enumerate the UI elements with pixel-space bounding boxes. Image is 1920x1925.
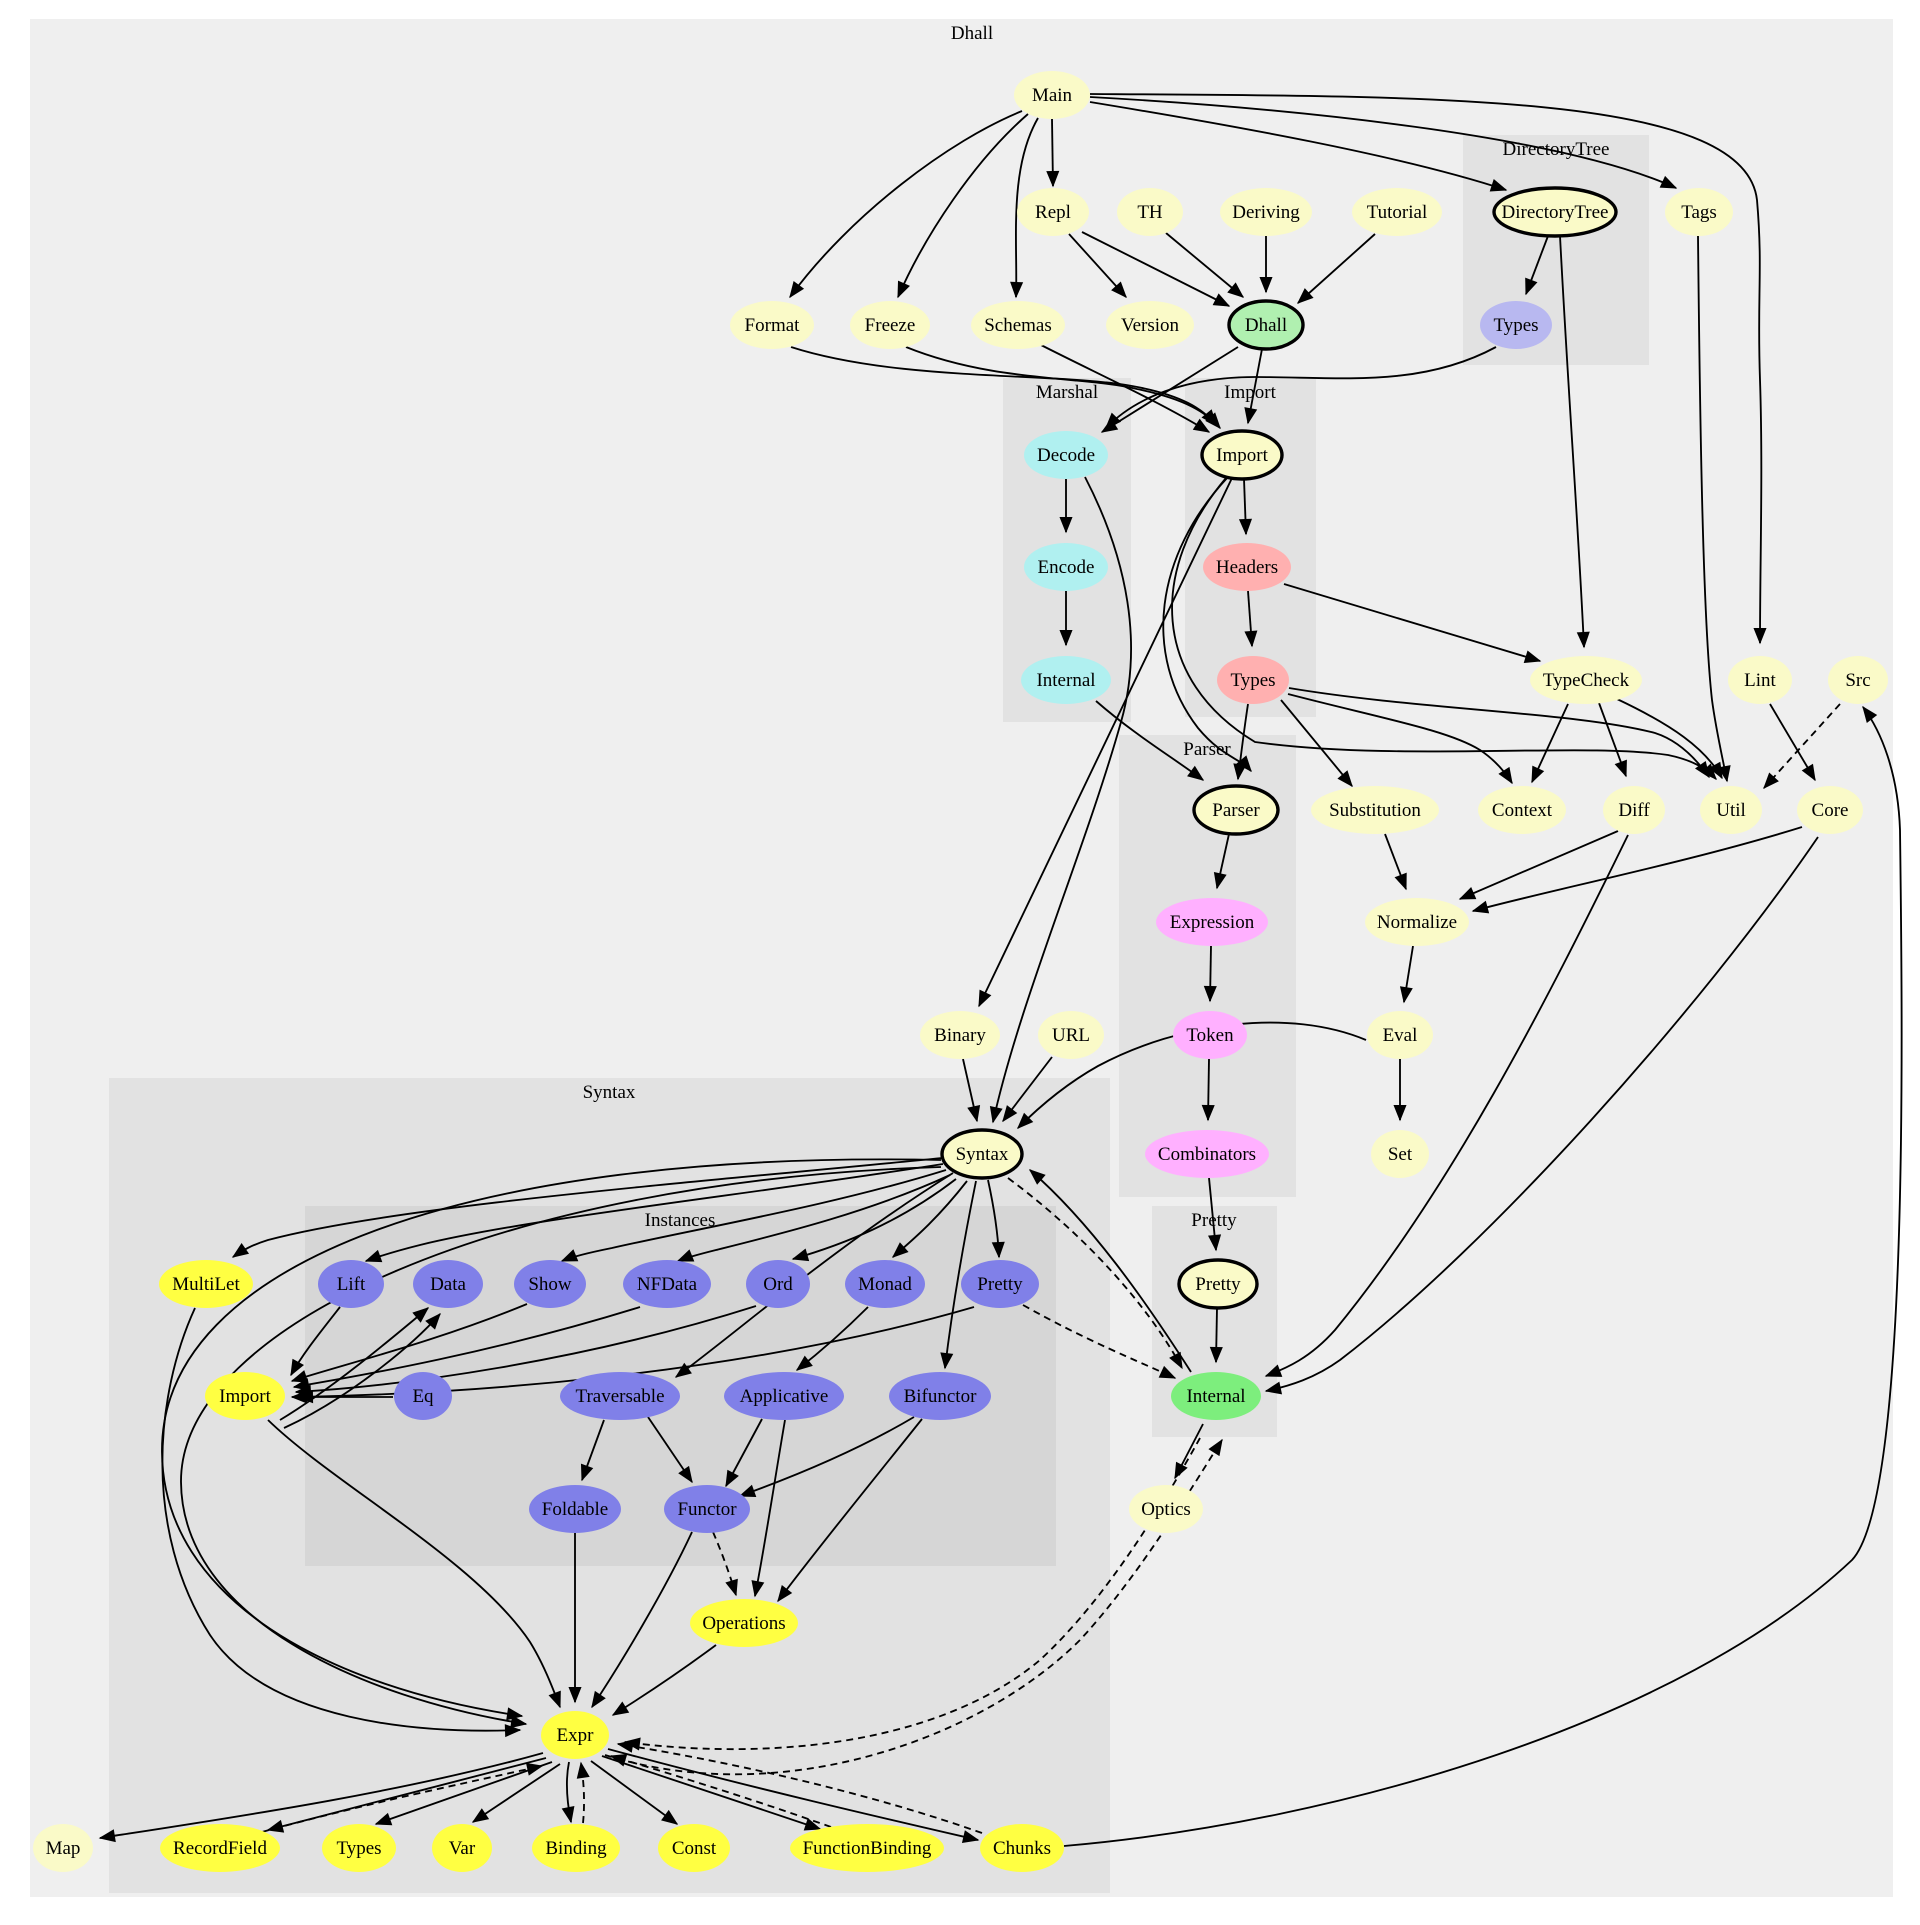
svg-text:Combinators: Combinators xyxy=(1158,1144,1256,1165)
svg-text:Tutorial: Tutorial xyxy=(1367,202,1428,223)
svg-text:Marshal: Marshal xyxy=(1036,382,1098,403)
svg-text:Freeze: Freeze xyxy=(865,315,916,336)
svg-text:Token: Token xyxy=(1186,1025,1234,1046)
svg-text:Core: Core xyxy=(1812,800,1849,821)
svg-text:Context: Context xyxy=(1492,800,1553,821)
svg-text:Pretty: Pretty xyxy=(977,1274,1023,1295)
svg-text:Binary: Binary xyxy=(934,1025,986,1046)
svg-text:Lint: Lint xyxy=(1744,670,1776,691)
svg-text:Instances: Instances xyxy=(645,1210,716,1231)
svg-text:Import: Import xyxy=(1224,382,1276,403)
svg-text:Decode: Decode xyxy=(1037,445,1095,466)
svg-text:Ord: Ord xyxy=(763,1274,793,1295)
svg-text:Main: Main xyxy=(1032,85,1073,106)
svg-text:NFData: NFData xyxy=(637,1274,698,1295)
svg-text:RecordField: RecordField xyxy=(173,1838,267,1859)
svg-text:Tags: Tags xyxy=(1681,202,1717,223)
svg-text:Eq: Eq xyxy=(412,1386,434,1407)
svg-text:Import: Import xyxy=(1216,445,1268,466)
svg-text:Traversable: Traversable xyxy=(576,1386,665,1407)
svg-text:Bifunctor: Bifunctor xyxy=(904,1386,977,1407)
svg-text:Const: Const xyxy=(672,1838,717,1859)
svg-text:DirectoryTree: DirectoryTree xyxy=(1503,139,1610,160)
svg-text:Encode: Encode xyxy=(1038,557,1095,578)
svg-text:Lift: Lift xyxy=(337,1274,366,1295)
svg-text:Diff: Diff xyxy=(1618,800,1650,821)
svg-text:Monad: Monad xyxy=(858,1274,912,1295)
svg-text:Pretty: Pretty xyxy=(1191,1210,1237,1231)
svg-text:Eval: Eval xyxy=(1383,1025,1418,1046)
svg-text:Import: Import xyxy=(219,1386,271,1407)
svg-text:Util: Util xyxy=(1716,800,1746,821)
svg-text:Foldable: Foldable xyxy=(542,1499,609,1520)
svg-text:TH: TH xyxy=(1137,202,1163,223)
svg-text:DirectoryTree: DirectoryTree xyxy=(1502,202,1609,223)
svg-text:Expr: Expr xyxy=(557,1725,595,1746)
svg-text:Dhall: Dhall xyxy=(1245,315,1287,336)
svg-text:Binding: Binding xyxy=(545,1838,607,1859)
svg-text:Functor: Functor xyxy=(677,1499,737,1520)
svg-text:FunctionBinding: FunctionBinding xyxy=(803,1838,932,1859)
svg-text:Deriving: Deriving xyxy=(1232,202,1300,223)
svg-text:Dhall: Dhall xyxy=(951,23,993,44)
svg-text:Parser: Parser xyxy=(1212,800,1260,821)
svg-text:Internal: Internal xyxy=(1036,670,1095,691)
svg-text:Pretty: Pretty xyxy=(1195,1274,1241,1295)
svg-text:TypeCheck: TypeCheck xyxy=(1543,670,1630,691)
svg-text:Normalize: Normalize xyxy=(1377,912,1457,933)
svg-text:Headers: Headers xyxy=(1216,557,1278,578)
svg-text:Substitution: Substitution xyxy=(1329,800,1421,821)
svg-text:Syntax: Syntax xyxy=(956,1144,1009,1165)
svg-text:Applicative: Applicative xyxy=(740,1386,829,1407)
svg-text:Internal: Internal xyxy=(1186,1386,1245,1407)
svg-text:MultiLet: MultiLet xyxy=(172,1274,240,1295)
svg-text:Version: Version xyxy=(1121,315,1180,336)
svg-text:Data: Data xyxy=(430,1274,466,1295)
svg-text:Show: Show xyxy=(528,1274,572,1295)
svg-text:Types: Types xyxy=(1230,670,1275,691)
svg-text:Repl: Repl xyxy=(1035,202,1071,223)
svg-text:Src: Src xyxy=(1845,670,1870,691)
svg-text:Var: Var xyxy=(449,1838,476,1859)
svg-text:Parser: Parser xyxy=(1183,739,1231,760)
svg-text:Operations: Operations xyxy=(702,1613,785,1634)
svg-text:Set: Set xyxy=(1388,1144,1413,1165)
svg-text:Map: Map xyxy=(46,1838,81,1859)
svg-text:Schemas: Schemas xyxy=(984,315,1052,336)
svg-text:Optics: Optics xyxy=(1141,1499,1191,1520)
svg-text:Types: Types xyxy=(336,1838,381,1859)
svg-text:Chunks: Chunks xyxy=(993,1838,1051,1859)
svg-text:Types: Types xyxy=(1493,315,1538,336)
svg-text:Format: Format xyxy=(745,315,801,336)
svg-text:Syntax: Syntax xyxy=(583,1082,636,1103)
svg-text:URL: URL xyxy=(1052,1025,1090,1046)
svg-text:Expression: Expression xyxy=(1170,912,1255,933)
